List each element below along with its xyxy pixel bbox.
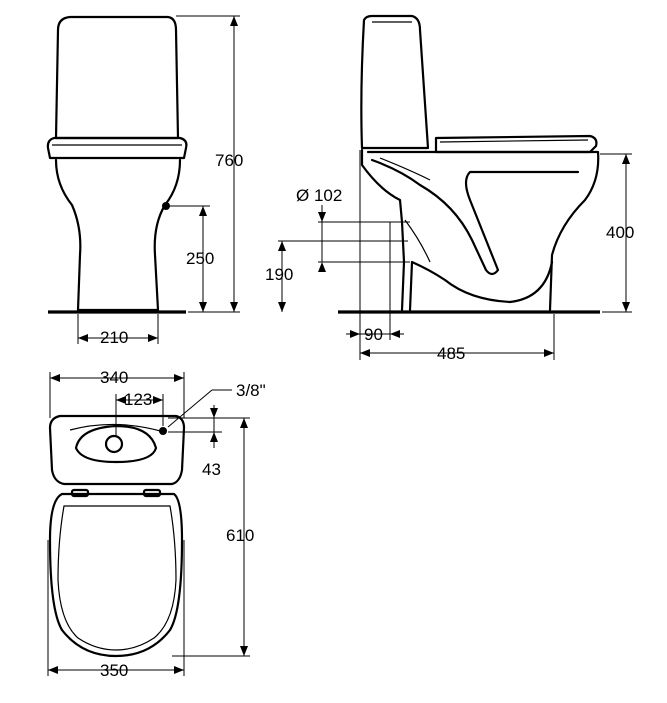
dim-485-label: 485	[437, 344, 465, 363]
front-inlet-marker	[162, 202, 170, 210]
top-tank-outline	[48, 414, 186, 486]
dim-90-label: 90	[364, 325, 383, 344]
side-view: Ø 102 190 400 90 485	[265, 14, 634, 363]
side-trapway	[370, 158, 580, 276]
dim-610-label: 610	[226, 526, 254, 545]
dim-123-label: 123	[124, 390, 152, 409]
front-pedestal-outline	[54, 158, 182, 312]
top-bowl-opening	[74, 424, 158, 464]
dim-340-label: 340	[100, 368, 128, 387]
dim-190-label: 190	[265, 265, 293, 284]
dim-210-label: 210	[100, 328, 128, 347]
top-inlet-marker	[159, 427, 167, 435]
front-view: 760 250 210	[46, 15, 243, 347]
dim-400-label: 400	[606, 223, 634, 242]
top-seat-outline	[48, 492, 184, 658]
side-bowl-outline	[360, 148, 406, 312]
top-hinge-right	[142, 488, 162, 498]
top-flush-button	[104, 434, 124, 454]
dim-350-label: 350	[100, 661, 128, 680]
thread-size-label: 3/8"	[236, 381, 266, 400]
front-seat-lid	[46, 136, 188, 160]
side-seat-lid	[434, 134, 598, 154]
dim-760-label: 760	[215, 151, 243, 170]
dim-250-label: 250	[186, 249, 214, 268]
dim-43-label: 43	[202, 460, 221, 479]
side-tank-outline	[360, 14, 430, 150]
dim-102-label: Ø 102	[296, 186, 342, 205]
top-hinge-left	[70, 488, 90, 498]
top-view: 340 123 3/8" 43 610 350	[47, 368, 266, 680]
front-tank-outline	[54, 15, 180, 140]
